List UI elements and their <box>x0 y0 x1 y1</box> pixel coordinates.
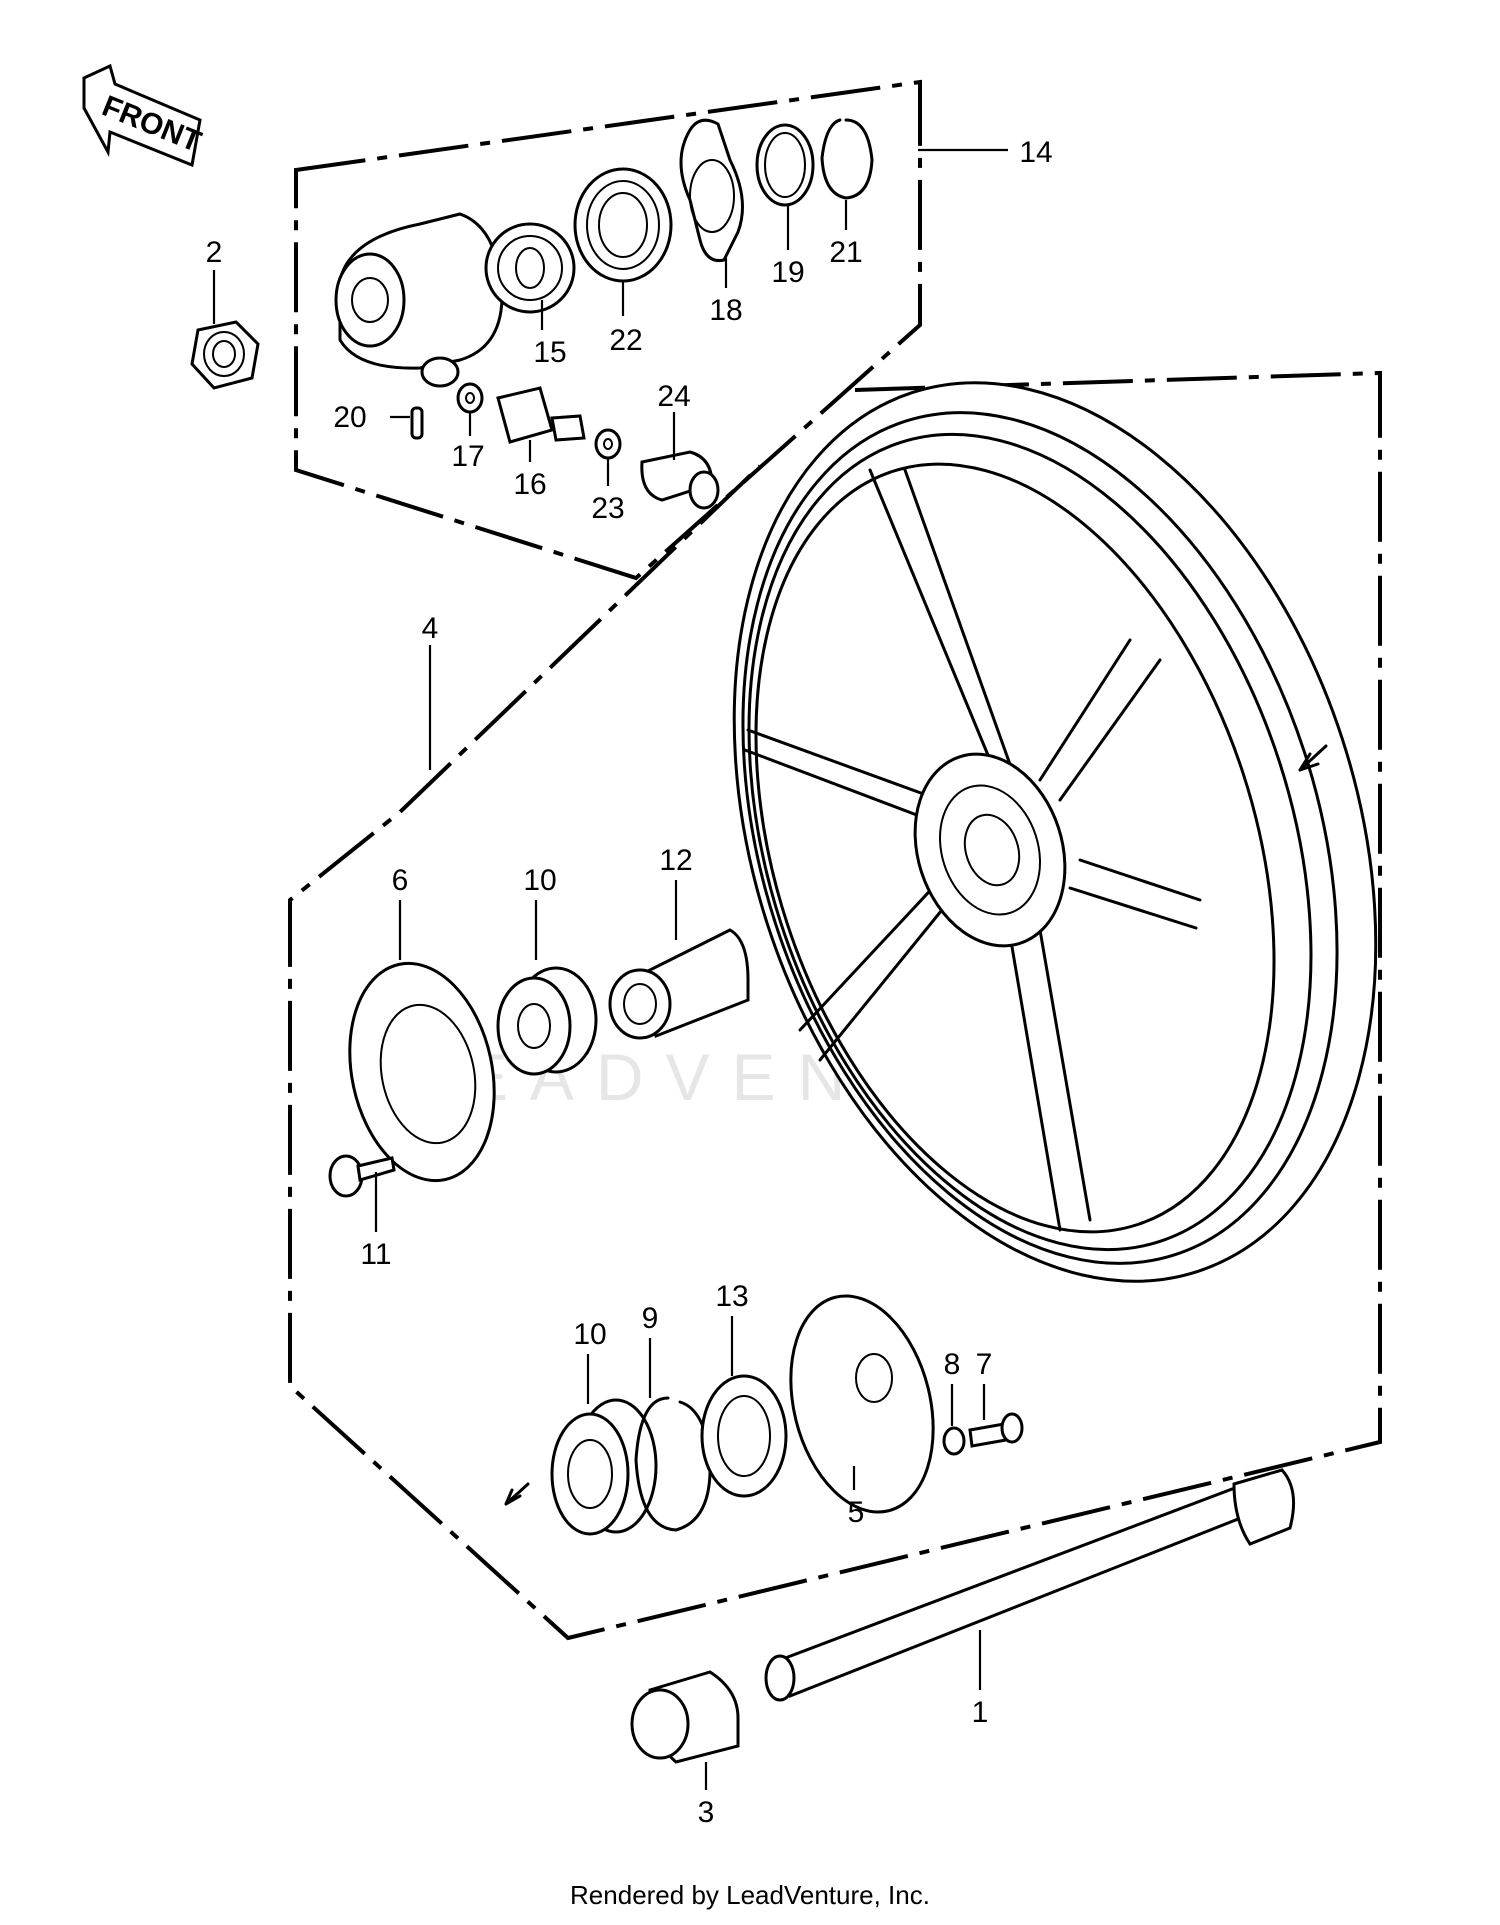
bearing-part-10-lower <box>550 1398 658 1536</box>
distance-collar-part-12 <box>608 928 750 1040</box>
bolt-part-11 <box>328 1154 396 1198</box>
callout-24: 24 <box>657 380 690 413</box>
callout-17: 17 <box>451 440 484 473</box>
bearing-part-10-upper <box>496 966 598 1076</box>
callout-15: 15 <box>533 336 566 369</box>
callout-1: 1 <box>972 1696 989 1729</box>
callout-14: 14 <box>1019 136 1052 169</box>
callout-4: 4 <box>422 612 439 645</box>
drive-gear-part-15 <box>484 222 576 314</box>
oil-seal-part-13 <box>700 1374 788 1498</box>
cover-part-5 <box>789 1294 935 1514</box>
rotation-arrow-right <box>1298 744 1328 772</box>
axle-part-1 <box>764 1468 1296 1702</box>
callouts: 14 2 15 22 18 19 21 20 17 16 23 24 4 6 1… <box>206 136 1053 1829</box>
callout-18: 18 <box>709 294 742 327</box>
callout-6: 6 <box>392 864 409 897</box>
callout-3: 3 <box>698 1796 715 1829</box>
wheel-spokes <box>743 468 1202 1232</box>
oil-seal-part-22 <box>573 167 673 283</box>
leader-lines <box>212 148 1008 1790</box>
rotation-arrow-left <box>504 1482 530 1506</box>
pin-part-20 <box>410 406 424 440</box>
speedometer-gear-housing <box>334 212 504 388</box>
callout-8: 8 <box>944 1348 961 1381</box>
callout-22: 22 <box>609 324 642 357</box>
cover-plate-part-6 <box>348 961 496 1183</box>
front-arrow: FRONT <box>82 63 206 168</box>
callout-13: 13 <box>715 1280 748 1313</box>
callout-10-upper: 10 <box>523 864 556 897</box>
wheel-hub <box>913 752 1067 948</box>
callout-20: 20 <box>333 401 366 434</box>
circlip-part-21 <box>820 118 874 200</box>
callout-12: 12 <box>659 844 692 877</box>
callout-19: 19 <box>771 256 804 289</box>
washer-part-8 <box>942 1426 966 1456</box>
callout-9: 9 <box>642 1302 659 1335</box>
retainer-part-18 <box>679 118 744 263</box>
render-credit: Rendered by LeadVenture, Inc. <box>570 1880 930 1910</box>
callout-23: 23 <box>591 492 624 525</box>
ring-part-19 <box>755 123 815 207</box>
callout-11: 11 <box>360 1238 391 1271</box>
nut-part-2 <box>190 320 260 390</box>
callout-7: 7 <box>976 1348 993 1381</box>
callout-21: 21 <box>829 236 862 269</box>
washer-part-17 <box>456 382 484 414</box>
group-14-outline <box>294 79 922 581</box>
collar-part-3 <box>630 1670 740 1764</box>
bolt-part-7 <box>968 1412 1024 1448</box>
pinion-part-16 <box>496 386 586 444</box>
callout-2: 2 <box>206 236 223 269</box>
callout-16: 16 <box>513 468 546 501</box>
group-4-outline <box>288 370 1382 1641</box>
callout-10-lower: 10 <box>573 1318 606 1351</box>
callout-5: 5 <box>848 1496 865 1529</box>
bushing-part-24 <box>640 450 720 510</box>
washer-part-23 <box>594 428 622 460</box>
